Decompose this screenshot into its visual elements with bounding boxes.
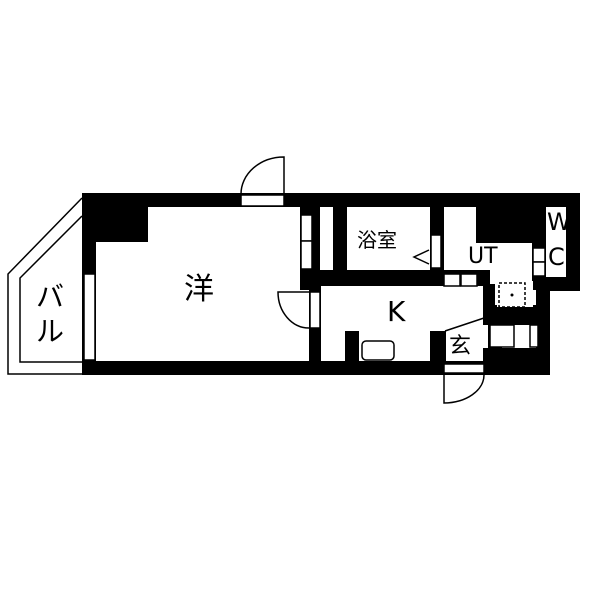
room-label-wc-1: W: [547, 208, 571, 236]
room-label-western: 洋: [184, 272, 214, 307]
room-label-kitchen: K: [387, 295, 406, 328]
door-entrance: [443, 374, 485, 404]
door-swings: [240, 156, 485, 404]
room-label-entrance: 玄: [449, 334, 472, 359]
window-top: [240, 194, 285, 207]
washer-space-icon: [497, 281, 533, 308]
openings: [83, 194, 546, 374]
door-western: [277, 291, 310, 329]
sink-icon: [361, 340, 395, 361]
balcony-outline: [7, 197, 83, 375]
room-label-balcony-1: バ: [36, 280, 65, 313]
door-top: [240, 156, 285, 195]
room-label-wc-2: C: [548, 243, 565, 271]
room-label-balcony-2: ル: [36, 315, 65, 348]
balcony-door: [83, 273, 96, 361]
room-label-utility: UT: [468, 244, 498, 269]
room-label-bath: 浴室: [357, 228, 397, 252]
